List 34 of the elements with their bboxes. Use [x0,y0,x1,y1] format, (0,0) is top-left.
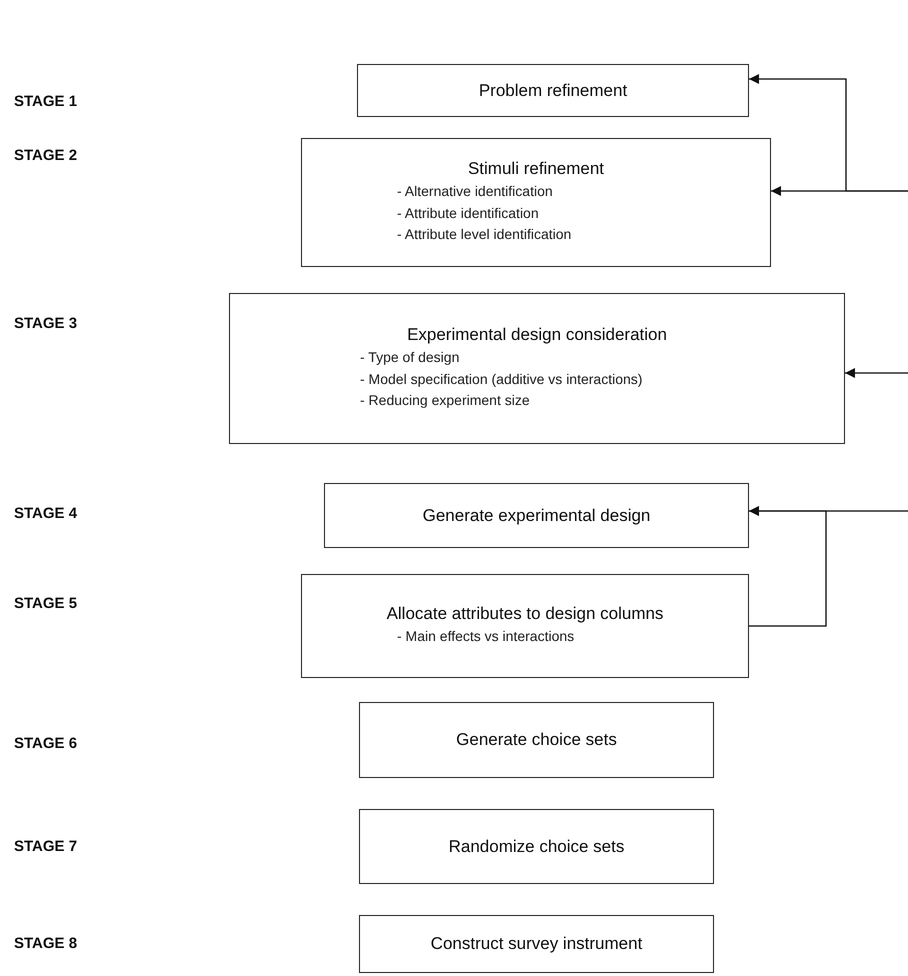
process-box [359,915,714,973]
arrow [845,368,908,378]
step-title: Construct survey instrument [430,934,642,954]
step-title: Generate experimental design [422,506,650,526]
stage-label: STAGE 6 [14,735,78,752]
stage-label: STAGE 7 [14,838,78,855]
stage-label: STAGE 1 [14,93,78,110]
stage-label: STAGE 8 [14,935,78,952]
process-box [359,702,714,778]
process-box [229,293,845,444]
bullet-item: - Attribute level identification [397,225,572,244]
bullet-item: - Type of design [360,348,460,367]
step-title: Experimental design consideration [407,324,667,345]
step-title: Generate choice sets [456,730,617,750]
process-box [301,138,771,267]
bullet-item: - Main effects vs interactions [397,627,574,646]
stage-label: STAGE 4 [14,505,78,522]
arrow [771,186,908,196]
bullet-item: - Alternative identification [397,182,554,201]
process-box [357,64,749,117]
stage-label: STAGE 2 [14,147,78,164]
arrow [749,506,827,627]
step-title: Allocate attributes to design columns [386,604,664,624]
step-title: Randomize choice sets [448,836,624,856]
stage-label: STAGE 3 [14,315,78,332]
process-box [324,483,749,548]
bullet-item: - Reducing experiment size [360,391,531,410]
bullet-item: - Model specification (additive vs interactions) [360,370,642,389]
stage-label: STAGE 5 [14,595,78,612]
step-title: Problem refinement [478,80,628,100]
bullet-item: - Attribute identification [397,204,540,223]
step-title: Stimuli refinement [468,158,604,179]
process-box [301,574,749,678]
process-box [359,809,714,884]
